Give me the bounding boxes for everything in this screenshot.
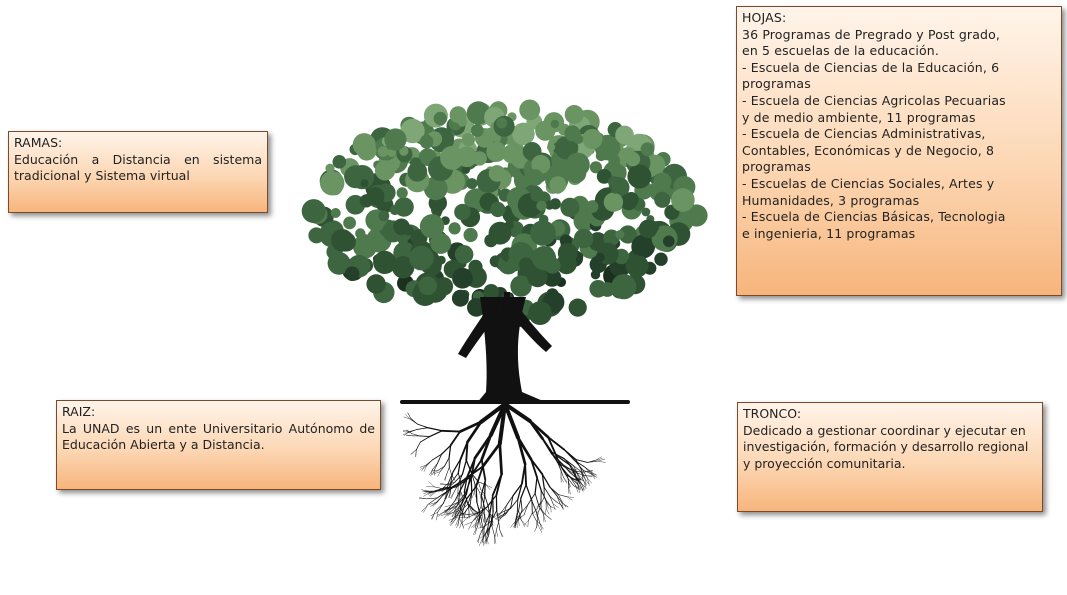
- ramas-title: RAMAS:: [14, 135, 63, 150]
- hojas-line: Contables, Económicas y de Negocio, 8: [742, 142, 995, 158]
- hojas-line: Humanidades, 3 programas: [742, 192, 920, 208]
- raiz-title: RAIZ:: [62, 404, 96, 419]
- hojas-line: - Escuela de Ciencias Agricolas Pecuaria…: [742, 92, 1006, 108]
- roots: [402, 402, 606, 546]
- hojas-line: programas: [742, 76, 811, 92]
- crown: [301, 99, 708, 327]
- hojas-line: y de medio ambiente, 11 programas: [742, 109, 976, 125]
- hojas-line: - Escuela de Ciencias Administrativas,: [742, 126, 986, 142]
- raiz-text: La UNAD es un ente Universitario Autónom…: [62, 420, 375, 453]
- hojas-line: en 5 escuelas de la educación.: [742, 43, 939, 59]
- hojas-line: - Escuelas de Ciencias Sociales, Artes y: [742, 175, 995, 191]
- hojas-text: 36 Programas de Pregrado y Post grado, e…: [742, 27, 1056, 243]
- hojas-line: programas: [742, 159, 811, 175]
- tree-illustration: [301, 99, 708, 546]
- tronco-text: Dedicado a gestionar coordinar y ejecuta…: [743, 422, 1029, 471]
- hojas-line: e ingenieria, 11 programas: [742, 225, 916, 241]
- hojas-title: HOJAS:: [742, 10, 787, 25]
- tronco-box: TRONCO: Dedicado a gestionar coordinar y…: [737, 402, 1043, 512]
- ramas-box: RAMAS: Educación a Distancia en sistema …: [8, 131, 268, 213]
- trunk: [400, 292, 630, 404]
- ramas-text: Educación a Distancia en sistema tradici…: [14, 151, 262, 184]
- hojas-box: HOJAS: 36 Programas de Pregrado y Post g…: [736, 6, 1062, 296]
- raiz-box: RAIZ: La UNAD es un ente Universitario A…: [56, 400, 381, 490]
- hojas-line: - Escuela de Ciencias Básicas, Tecnologi…: [742, 209, 1006, 225]
- hojas-line: - Escuela de Ciencias de la Educación, 6: [742, 59, 1000, 75]
- tronco-title: TRONCO:: [743, 406, 802, 421]
- hojas-line: 36 Programas de Pregrado y Post grado,: [742, 26, 1001, 42]
